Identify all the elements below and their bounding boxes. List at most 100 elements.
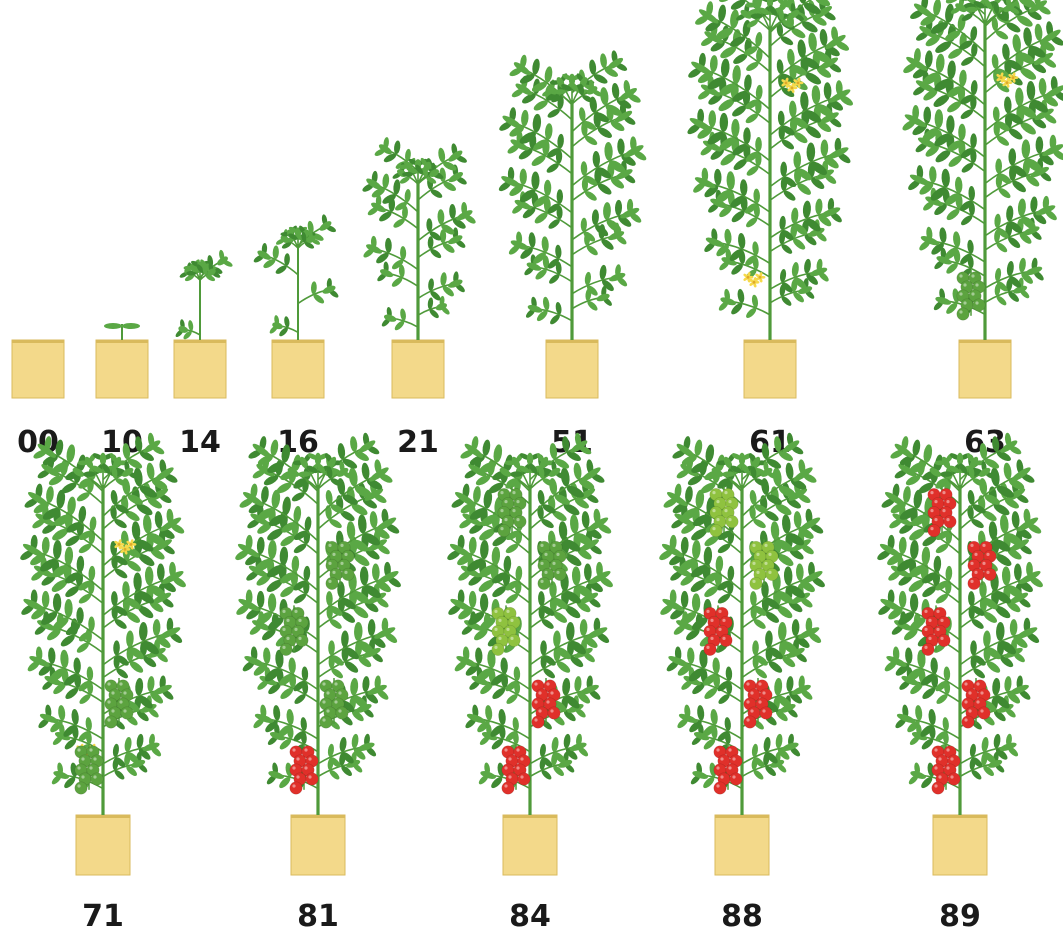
petal (797, 83, 801, 89)
leaflet (908, 565, 926, 578)
leaflet (899, 523, 914, 534)
leaflet (930, 22, 948, 34)
fruit-highlight (963, 283, 967, 287)
leaflet (354, 621, 363, 641)
leaflet (1017, 52, 1035, 64)
petal (120, 545, 125, 550)
fruit-highlight (728, 518, 732, 522)
fruit-highlight (296, 775, 300, 779)
leaflet (983, 765, 994, 777)
leaflet (718, 478, 730, 486)
fruit-highlight (746, 682, 750, 686)
growing-block (290, 814, 346, 876)
fruit-highlight (934, 748, 938, 752)
fruit-highlight (107, 682, 111, 686)
leaflet (753, 188, 760, 204)
leaflet (808, 32, 817, 52)
leaflet (322, 285, 336, 294)
leaflet (113, 640, 120, 656)
leaflet (960, 94, 974, 105)
petal (749, 278, 754, 283)
leaflet (699, 649, 708, 669)
leaflet (908, 179, 921, 191)
leaflet (603, 202, 611, 220)
leaflet (925, 145, 939, 157)
leaflet (721, 257, 737, 266)
leaflet (890, 565, 911, 578)
leaflet (596, 632, 610, 643)
leaflet (772, 467, 782, 487)
leaf-petiole (971, 0, 986, 25)
fruit-truss-light (749, 539, 779, 590)
leaflet (306, 465, 318, 474)
leaflet (614, 110, 633, 123)
leaflet (41, 611, 58, 625)
leaflet (304, 242, 315, 249)
leaflet (369, 467, 389, 482)
leaflet (537, 490, 545, 505)
growing-block (391, 339, 445, 399)
leaflet (765, 630, 773, 648)
tomato-fruit (537, 576, 551, 590)
leaflet (492, 535, 507, 547)
leaflet (346, 521, 356, 540)
leaflet (254, 713, 274, 723)
leaflet (948, 48, 963, 59)
leaflet (609, 160, 626, 173)
leaflet (371, 636, 386, 648)
tomato-fruit (947, 772, 961, 786)
leaflet (575, 533, 593, 546)
leaflet (707, 77, 725, 90)
leaflet (971, 42, 978, 57)
leaflet (510, 139, 529, 151)
leaflet (116, 655, 129, 666)
tomato-fruit (531, 715, 545, 729)
fruit-highlight (282, 627, 286, 632)
tomato-fruit (497, 524, 511, 538)
leaflet (354, 485, 372, 498)
tomato-fruit (743, 715, 757, 729)
stage-label: 71 (82, 899, 124, 931)
fruit-highlight (304, 748, 308, 752)
leaflet (561, 84, 572, 92)
leaflet (40, 558, 57, 572)
leaflet (700, 84, 721, 97)
leaflet (346, 759, 361, 768)
leaflet (719, 137, 736, 150)
leaflet (553, 597, 568, 610)
leaflet (549, 274, 560, 284)
leaflet (339, 736, 347, 752)
flower-center (758, 275, 762, 279)
leaflet (351, 539, 369, 552)
leaflet (440, 272, 447, 287)
leaflet (478, 579, 495, 592)
tomato-fruit (931, 781, 945, 795)
leaflet (906, 668, 922, 682)
leaflet (782, 282, 793, 293)
leaflet (1019, 233, 1032, 244)
leaflet (569, 742, 587, 752)
leaflet (435, 303, 448, 311)
leaflet (908, 579, 925, 592)
leaflet (543, 668, 555, 679)
leaflet (358, 440, 376, 453)
leaflet (41, 590, 50, 608)
leaflet (793, 292, 804, 303)
leaflet (126, 765, 137, 777)
petal (748, 275, 754, 279)
leaflet (781, 742, 799, 752)
leaflet (936, 478, 948, 486)
leaflet (715, 555, 724, 573)
petal (1006, 77, 1010, 83)
tomato-fruit (927, 524, 941, 538)
leaflet (456, 655, 477, 667)
leaflet (903, 486, 911, 503)
leaflet (740, 9, 752, 19)
fruit-highlight (716, 748, 720, 752)
leaflet (704, 572, 719, 584)
petal (760, 275, 766, 279)
leaflet (782, 656, 796, 668)
leaflet (447, 549, 461, 561)
leaflet (178, 326, 189, 333)
leaflet (359, 566, 369, 586)
